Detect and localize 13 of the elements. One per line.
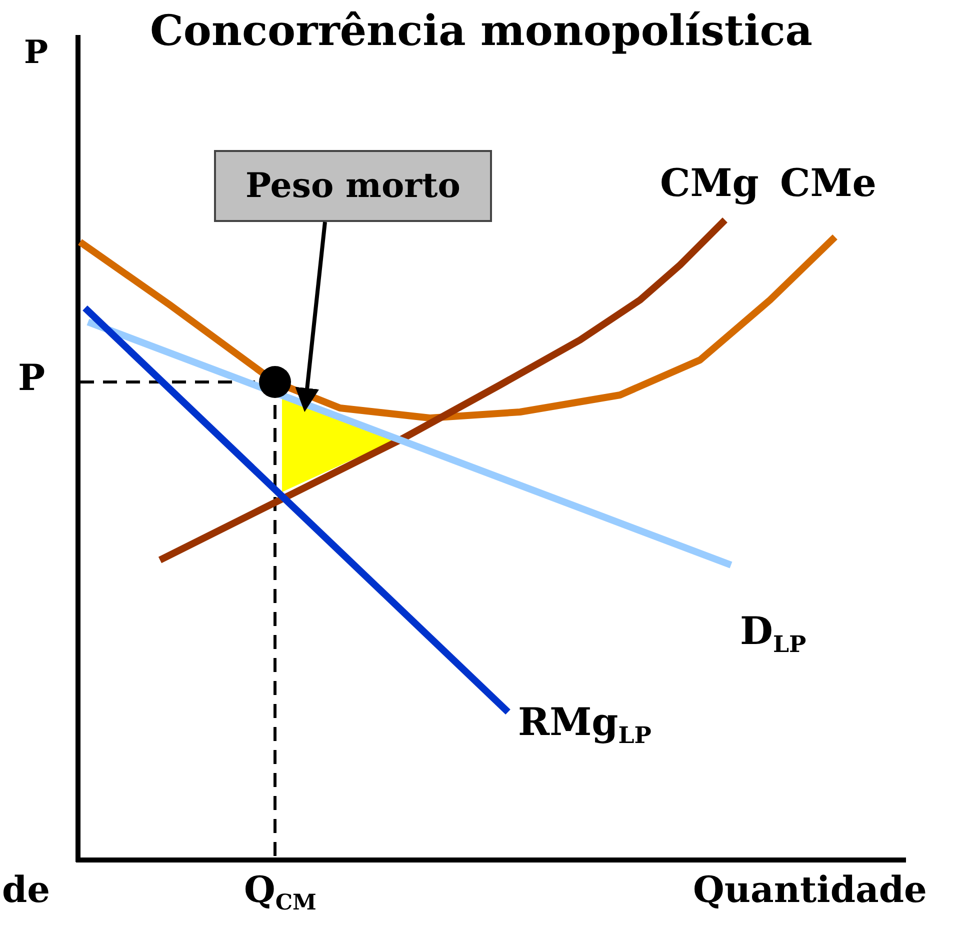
price-label: P (18, 360, 46, 396)
curve-label: CMg (660, 164, 759, 202)
curve-label: RMg$_{LP}$ (518, 703, 652, 748)
axis-label: Quantidade (693, 872, 927, 908)
chart-title: Concorrência monopolística (150, 6, 813, 55)
callout-box (214, 150, 492, 222)
callout-text: Peso morto (246, 166, 460, 206)
curve-label: D$_{LP}$ (740, 612, 806, 657)
axis-label: P (24, 36, 48, 68)
quantity-label: Q$_{CM}$ (244, 872, 316, 914)
curve-label: CMe (780, 164, 876, 202)
leader-arrow (295, 222, 327, 412)
axis-label: de (2, 872, 50, 908)
